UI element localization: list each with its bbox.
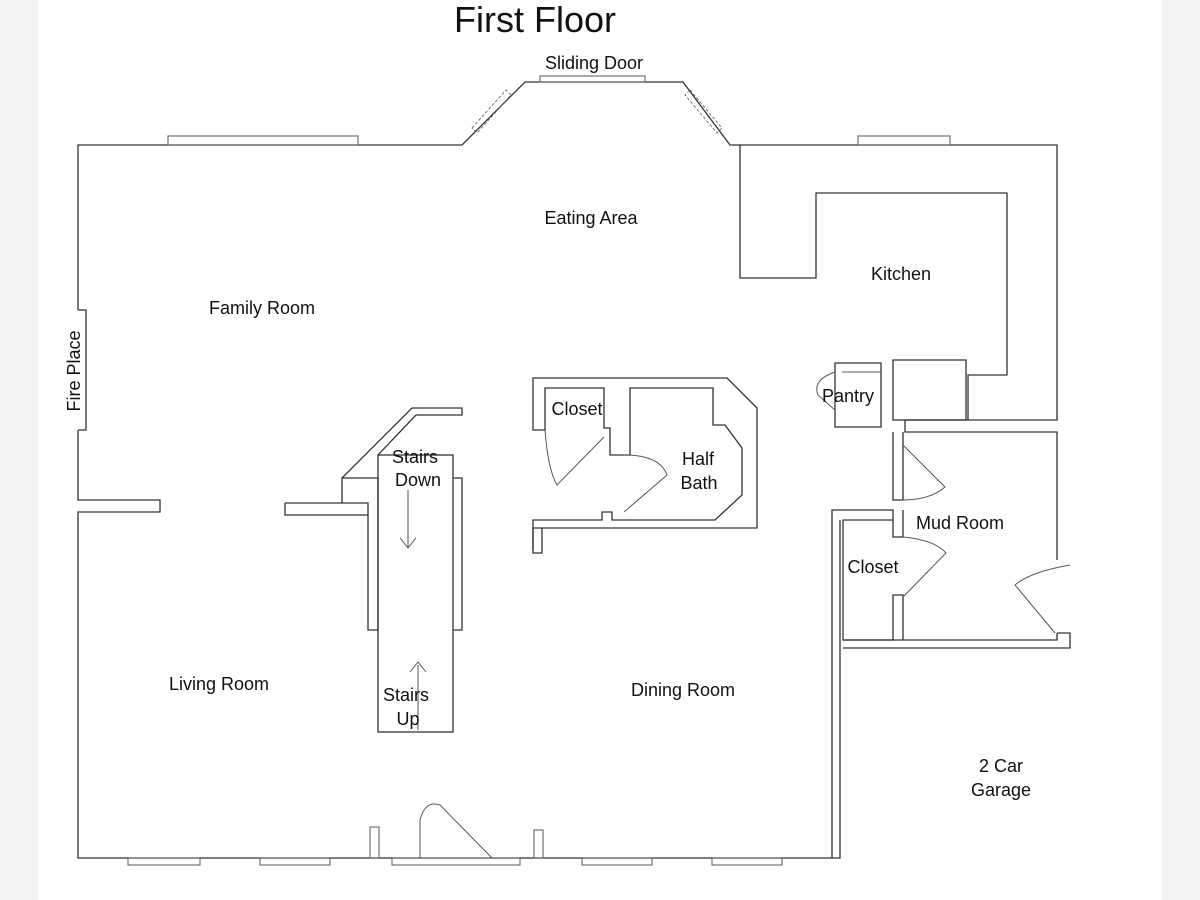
label-dining-room: Dining Room [631, 680, 735, 700]
label-pantry: Pantry [822, 386, 874, 406]
plan-title: First Floor [454, 0, 616, 40]
label-fire-place: Fire Place [64, 330, 84, 411]
interior-walls [284, 359, 1071, 733]
label-stairs-down-2: Down [395, 470, 441, 490]
label-garage-2: Garage [971, 780, 1031, 800]
label-stairs-up-1: Stairs [383, 685, 429, 705]
label-living-room: Living Room [169, 674, 269, 694]
label-kitchen: Kitchen [871, 264, 931, 284]
label-family-room: Family Room [209, 298, 315, 318]
windows [127, 75, 951, 866]
label-stairs-up-2: Up [396, 709, 419, 729]
label-closet-2: Closet [847, 557, 898, 577]
label-mud-room: Mud Room [916, 513, 1004, 533]
label-sliding-door: Sliding Door [545, 53, 643, 73]
fireplace [78, 309, 87, 431]
label-closet-1: Closet [551, 399, 602, 419]
label-garage-1: 2 Car [979, 756, 1023, 776]
front-door[interactable] [419, 803, 493, 859]
label-half-bath-1: Half [682, 449, 715, 469]
label-eating-area: Eating Area [544, 208, 638, 228]
label-half-bath-2: Bath [680, 473, 717, 493]
label-stairs-down-1: Stairs [392, 447, 438, 467]
